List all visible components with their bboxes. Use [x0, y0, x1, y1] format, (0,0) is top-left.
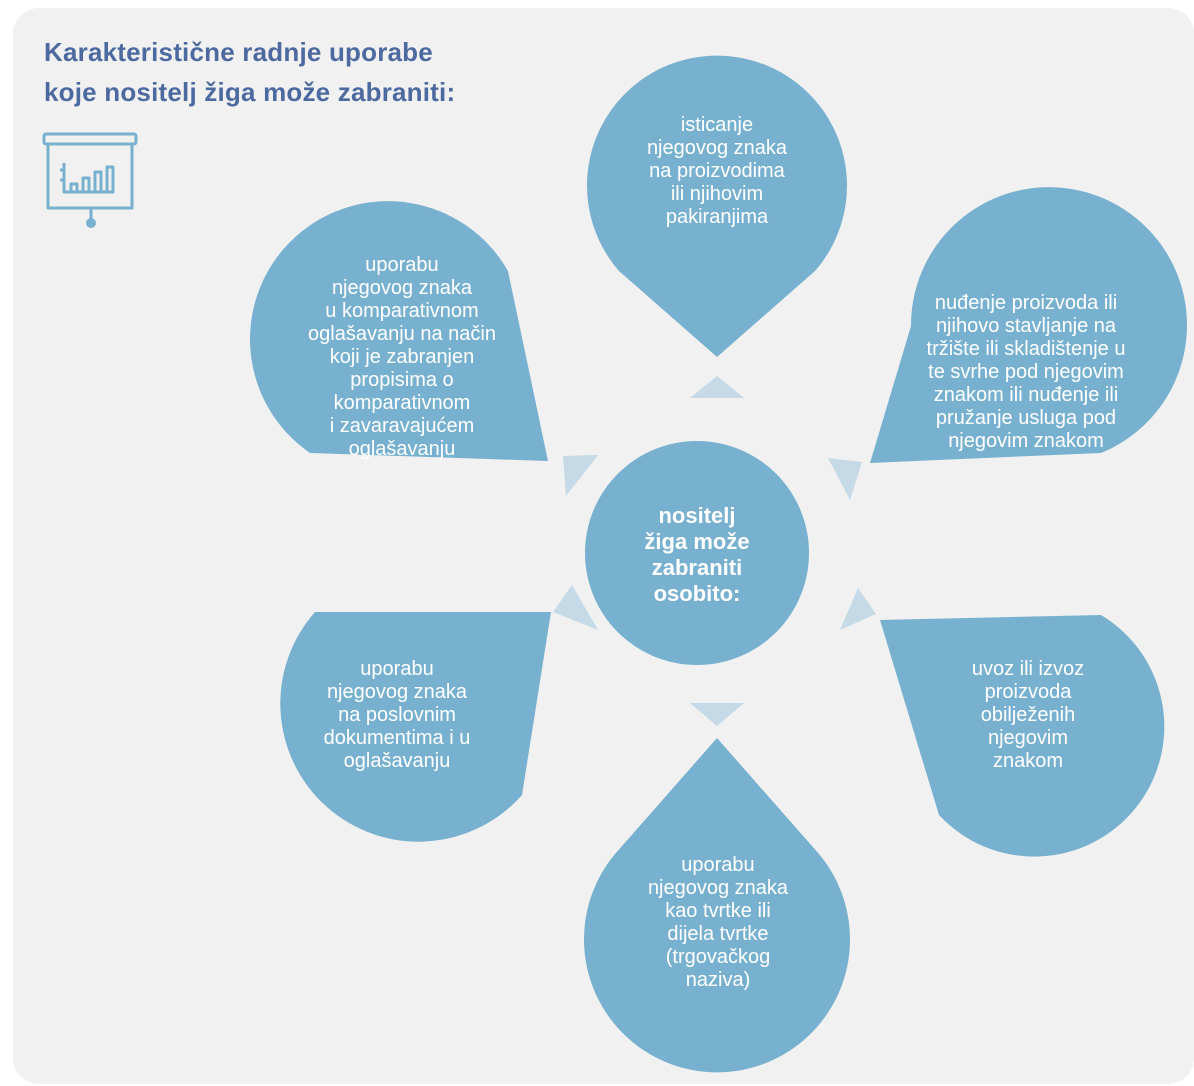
- petal-lower-right: [880, 615, 1165, 857]
- petal-lower-left: [280, 612, 551, 842]
- petal-bottom-text: uporabu njegovog znaka kao tvrtke ili di…: [647, 853, 789, 991]
- presentation-chart-icon: [42, 132, 138, 228]
- arrow-down: [690, 703, 744, 726]
- arrow-up-left: [563, 455, 598, 496]
- arrow-up: [690, 376, 744, 398]
- petal-upper-left-text: uporabu njegovog znaka u komparativnom o…: [308, 253, 496, 460]
- arrow-down-left: [553, 585, 598, 630]
- center-label: nositelj žiga može zabraniti osobito:: [644, 503, 750, 606]
- petal-top-text: isticanje njegovog znaka na proizvodima …: [646, 113, 788, 228]
- petal-lower-right-text: uvoz ili izvoz proizvoda obilježenih nje…: [971, 657, 1085, 772]
- petal-bottom: [584, 738, 850, 1073]
- petal-upper-right-text: nuđenje proizvoda ili njihovo stavljanje…: [926, 291, 1126, 452]
- center-circle: [585, 441, 809, 665]
- page-title: Karakteristične radnje uporabe koje nosi…: [44, 37, 456, 107]
- arrow-up-right: [828, 458, 862, 500]
- petal-upper-right: [870, 187, 1187, 463]
- petal-top: [587, 55, 847, 358]
- petal-lower-left-text: uporabu njegovog znaka na poslovnim doku…: [323, 657, 471, 772]
- petal-upper-left: [250, 201, 548, 462]
- arrow-down-right: [840, 588, 876, 630]
